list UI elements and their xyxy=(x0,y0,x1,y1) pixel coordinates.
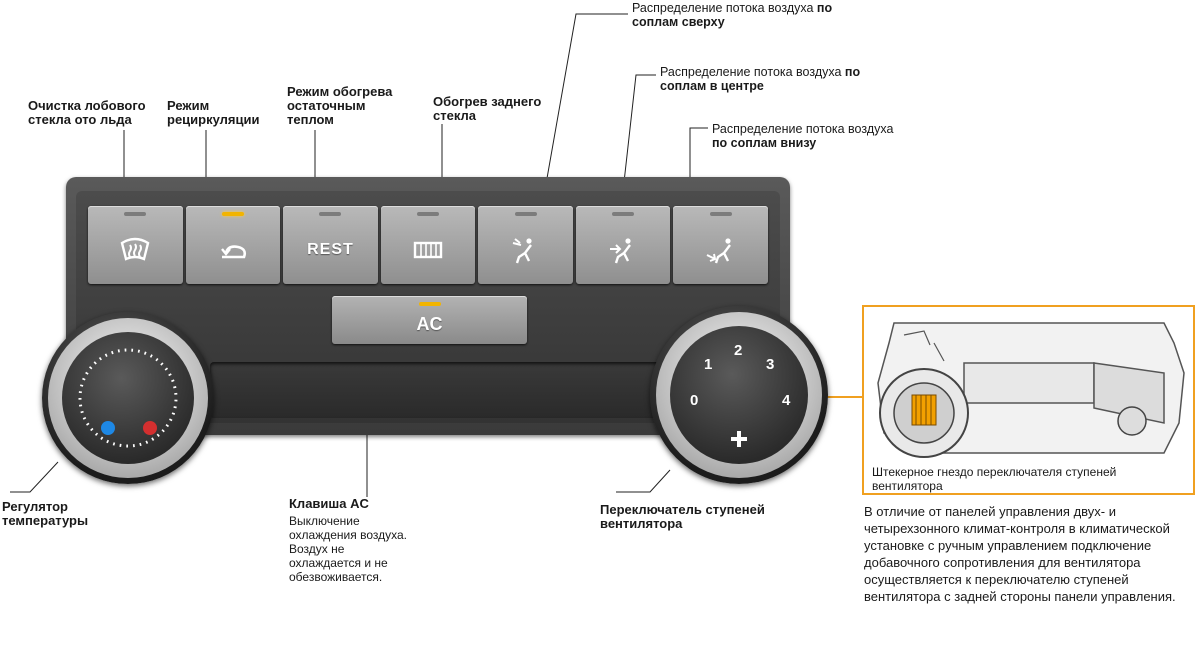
temperature-scale-icon xyxy=(78,348,178,448)
label-rest: Режим обогрева остаточным теплом xyxy=(287,84,393,127)
fan-level-0: 0 xyxy=(690,392,699,409)
fan-level-1: 1 xyxy=(704,356,713,373)
rest-button[interactable]: REST xyxy=(283,206,378,284)
lower-vents-button[interactable] xyxy=(673,206,769,284)
defrost-button[interactable] xyxy=(88,206,183,284)
connector-caption: Штекерное гнездо переключателя ступеней … xyxy=(872,465,1117,493)
label-bottom-vents-bold: по соплам внизу xyxy=(712,136,817,150)
rest-led xyxy=(319,212,342,216)
lower-vents-led xyxy=(709,212,732,216)
air-flow-center-icon xyxy=(610,238,632,264)
connector-photo xyxy=(877,322,1185,458)
temperature-knob[interactable] xyxy=(42,312,214,484)
label-center-vents-bold: по соплам в центре xyxy=(660,65,861,93)
label-rear-heat: Обогрев заднего стекла xyxy=(433,94,542,123)
recirculation-button[interactable] xyxy=(185,206,281,284)
button-row: REST xyxy=(88,206,769,284)
ac-label: AC xyxy=(416,313,443,334)
windshield-defrost-icon xyxy=(120,237,150,261)
label-center-vents: Распределение потока воздуха по соплам в… xyxy=(660,65,890,93)
label-top-vents-text: Распределение потока воздуха xyxy=(632,1,817,15)
center-vents-led xyxy=(612,212,635,216)
fan-speed-knob[interactable]: 0 1 2 3 4 xyxy=(650,306,828,484)
hot-indicator xyxy=(143,421,157,435)
rear-window-heat-icon xyxy=(413,241,443,259)
upper-vents-button[interactable] xyxy=(478,206,573,284)
label-recirculation: Режим рециркуляции xyxy=(167,98,260,127)
recirculation-icon xyxy=(220,245,246,259)
panel-slot xyxy=(210,362,660,418)
label-deicing: Очистка лобового стекла ото льда xyxy=(28,98,146,127)
label-ac-desc: Выключение охлаждения воздуха. Воздух не… xyxy=(289,514,407,584)
note-paragraph: В отличие от панелей управления двух- и … xyxy=(864,504,1176,604)
label-fan-switch: Переключатель ступеней вентилятора xyxy=(600,502,765,531)
label-top-vents: Распределение потока воздуха по соплам с… xyxy=(632,1,852,29)
label-temp-regulator: Регулятор температуры xyxy=(2,499,89,528)
cold-indicator xyxy=(101,421,115,435)
fan-level-4: 4 xyxy=(782,392,791,409)
label-center-vents-text: Распределение потока воздуха xyxy=(660,65,845,79)
center-vents-button[interactable] xyxy=(575,206,671,284)
rear-window-heat-button[interactable] xyxy=(380,206,476,284)
recirculation-led xyxy=(221,212,244,216)
defrost-led xyxy=(124,212,147,216)
fan-level-3: 3 xyxy=(766,356,775,373)
air-flow-upper-icon xyxy=(512,238,532,264)
label-top-vents-bold: по соплам сверху xyxy=(632,1,833,29)
fan-level-2: 2 xyxy=(734,342,743,359)
rest-label: REST xyxy=(307,241,354,258)
ac-button[interactable]: AC xyxy=(332,296,527,344)
label-ac-key: Клавиша AC xyxy=(289,496,369,511)
fan-boost-icon xyxy=(731,431,747,447)
connector-callout: Штекерное гнездо переключателя ступеней … xyxy=(862,305,1195,495)
ac-led xyxy=(418,302,441,306)
rear-heat-led xyxy=(417,212,440,216)
upper-vents-led xyxy=(514,212,537,216)
air-flow-lower-icon xyxy=(706,238,731,264)
label-bottom-vents-text: Распределение потока воздуха xyxy=(712,122,894,136)
